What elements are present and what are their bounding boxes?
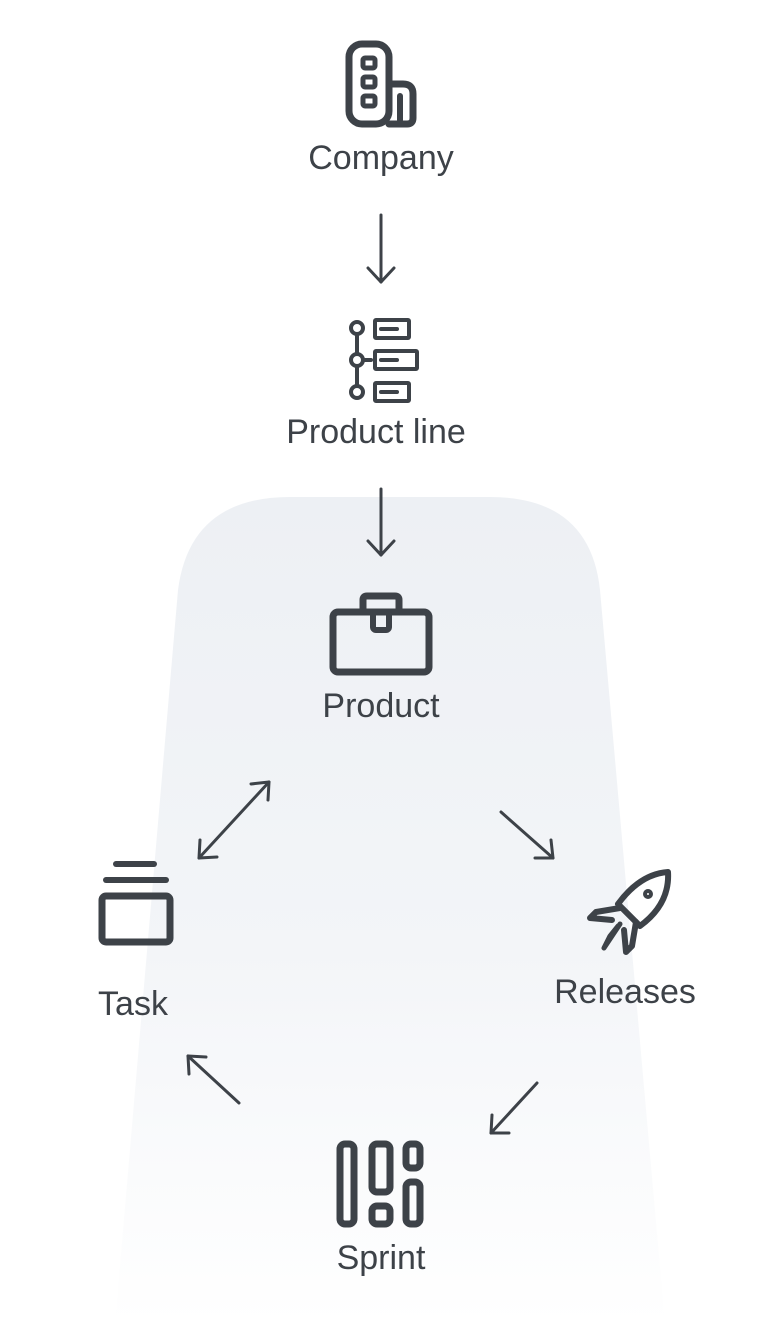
board-columns-icon: [336, 1140, 424, 1228]
product-label: Product: [322, 687, 440, 725]
node-sprint: Sprint: [291, 1138, 471, 1278]
arrow-product-to-releases: [499, 810, 555, 860]
building-icon: [345, 40, 417, 128]
rocket-icon: [587, 869, 672, 955]
hierarchy-list-icon: [349, 318, 419, 403]
node-product-line: Product line: [241, 316, 521, 452]
arrow-sprint-to-task: [186, 1054, 241, 1105]
arrow-product-task-bidirectional: [197, 780, 271, 860]
task-label: Task: [98, 985, 168, 1023]
stacked-cards-icon: [98, 861, 174, 946]
company-label: Company: [308, 139, 454, 177]
node-task: Task: [56, 856, 216, 1024]
arrow-product-line-to-product: [366, 487, 396, 557]
sprint-label: Sprint: [336, 1239, 426, 1277]
node-company: Company: [281, 38, 481, 178]
briefcase-icon: [329, 592, 433, 676]
product-line-label: Product line: [286, 413, 466, 451]
arrow-company-to-product-line: [366, 213, 396, 284]
node-releases: Releases: [540, 864, 720, 1012]
node-product: Product: [281, 590, 481, 726]
releases-label: Releases: [554, 973, 696, 1011]
arrow-releases-to-sprint: [489, 1081, 539, 1135]
